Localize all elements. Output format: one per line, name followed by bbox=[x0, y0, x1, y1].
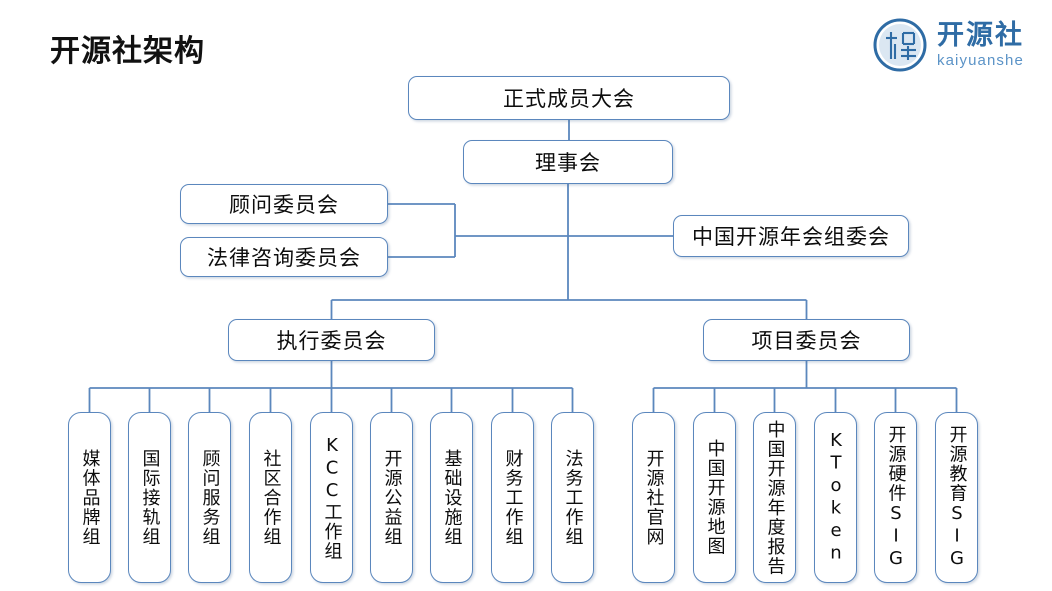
brand-name-en: kaiyuanshe bbox=[937, 52, 1024, 69]
node-label: 财务工作组 bbox=[502, 448, 524, 547]
node-advisory[interactable]: 顾问委员会 bbox=[180, 184, 388, 224]
brand-text: 开源社 kaiyuanshe bbox=[937, 20, 1024, 69]
node-label: 中国开源地图 bbox=[704, 439, 726, 556]
node-map[interactable]: 中国开源地图 bbox=[693, 412, 736, 583]
node-finance[interactable]: 财务工作组 bbox=[491, 412, 534, 583]
node-label: 顾问服务组 bbox=[199, 448, 221, 547]
node-board[interactable]: 理事会 bbox=[463, 140, 673, 184]
node-label: 国际接轨组 bbox=[139, 448, 161, 547]
node-label: 理事会 bbox=[535, 151, 601, 175]
node-label: 法务工作组 bbox=[562, 448, 584, 547]
node-coop[interactable]: 社区合作组 bbox=[249, 412, 292, 583]
node-kcc[interactable]: KCC工作组 bbox=[310, 412, 353, 583]
node-label: 顾问委员会 bbox=[229, 193, 339, 217]
brand-logo: 开源社 kaiyuanshe bbox=[873, 18, 1024, 72]
node-label: 开源社官网 bbox=[643, 448, 665, 547]
node-infra[interactable]: 基础设施组 bbox=[430, 412, 473, 583]
node-edu[interactable]: 开源教育SIG bbox=[935, 412, 978, 583]
node-coscon[interactable]: 中国开源年会组委会 bbox=[673, 215, 909, 257]
node-ktoken[interactable]: KToken bbox=[814, 412, 857, 583]
node-public[interactable]: 开源公益组 bbox=[370, 412, 413, 583]
node-law[interactable]: 法务工作组 bbox=[551, 412, 594, 583]
node-label: 开源硬件SIG bbox=[885, 424, 907, 571]
node-website[interactable]: 开源社官网 bbox=[632, 412, 675, 583]
node-label: 社区合作组 bbox=[260, 448, 282, 547]
node-legal[interactable]: 法律咨询委员会 bbox=[180, 237, 388, 277]
node-label: 中国开源年度报告 bbox=[764, 419, 786, 576]
kaiyuanshe-logo-icon bbox=[873, 18, 927, 72]
node-label: KToken bbox=[825, 430, 847, 565]
node-report[interactable]: 中国开源年度报告 bbox=[753, 412, 796, 583]
node-hardware[interactable]: 开源硬件SIG bbox=[874, 412, 917, 583]
node-label: 项目委员会 bbox=[751, 329, 862, 353]
node-label: 基础设施组 bbox=[441, 448, 463, 547]
node-label: 中国开源年会组委会 bbox=[692, 225, 890, 249]
node-exec[interactable]: 执行委员会 bbox=[228, 319, 435, 361]
node-label: 开源教育SIG bbox=[946, 424, 968, 571]
node-label: 法律咨询委员会 bbox=[207, 246, 361, 270]
node-assembly[interactable]: 正式成员大会 bbox=[408, 76, 730, 120]
node-label: 执行委员会 bbox=[276, 329, 387, 353]
brand-name-cn: 开源社 bbox=[937, 20, 1024, 50]
node-label: KCC工作组 bbox=[321, 434, 343, 561]
node-consult[interactable]: 顾问服务组 bbox=[188, 412, 231, 583]
node-label: 媒体品牌组 bbox=[79, 448, 101, 547]
node-project[interactable]: 项目委员会 bbox=[703, 319, 910, 361]
page-title: 开源社架构 bbox=[50, 35, 205, 68]
node-label: 开源公益组 bbox=[381, 448, 403, 547]
node-media[interactable]: 媒体品牌组 bbox=[68, 412, 111, 583]
node-label: 正式成员大会 bbox=[503, 87, 635, 111]
node-intl[interactable]: 国际接轨组 bbox=[128, 412, 171, 583]
